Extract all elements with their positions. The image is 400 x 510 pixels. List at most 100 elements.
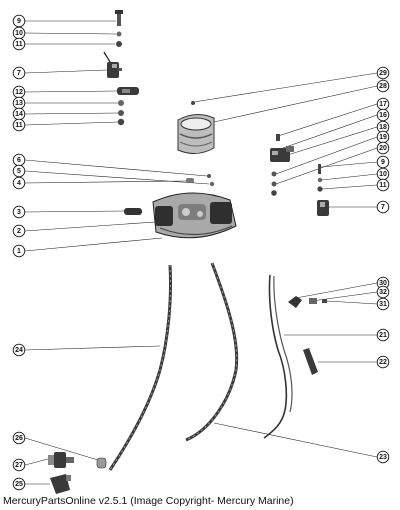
callout-circle (12, 477, 26, 491)
washer-part (209, 181, 215, 187)
callout-number: 16 (379, 112, 387, 119)
callout-number: 6 (17, 157, 21, 164)
leader-line (24, 221, 156, 232)
callout-14: 14 (12, 107, 26, 121)
callout-number: 11 (15, 41, 23, 48)
callout-number: 1 (17, 248, 21, 255)
callout-10: 10 (12, 26, 26, 40)
callout-circle (376, 200, 390, 214)
callout-circle (376, 79, 390, 93)
callout-number: 17 (379, 101, 387, 108)
callout-5: 5 (12, 164, 26, 178)
callout-20: 20 (376, 141, 390, 155)
switch-part (270, 134, 294, 162)
leader-line (24, 458, 49, 466)
callout-19: 19 (376, 130, 390, 144)
callout-number: 7 (17, 70, 21, 77)
callout-circle (12, 458, 26, 472)
callout-circle (12, 176, 26, 190)
cap-part (50, 474, 71, 494)
callout-23: 23 (376, 450, 390, 464)
leader-line (24, 180, 187, 184)
callout-number: 21 (379, 332, 387, 339)
sleeve-part (303, 348, 318, 375)
callout-circle (12, 37, 26, 51)
callout-11: 11 (12, 37, 26, 51)
leader-line (275, 147, 378, 185)
nut-part (271, 190, 277, 196)
callout-circle (12, 66, 26, 80)
leader-line (277, 103, 378, 137)
callout-number: 10 (15, 30, 23, 37)
callout-number: 3 (17, 209, 21, 216)
callout-11: 11 (376, 178, 390, 192)
leader-line (24, 159, 208, 177)
wire-harness-part (108, 264, 173, 471)
leader-line (24, 121, 119, 126)
callout-number: 18 (379, 124, 387, 131)
callout-22: 22 (376, 355, 390, 369)
callout-circle (376, 141, 390, 155)
callout-29: 29 (376, 66, 390, 80)
screw-part (191, 101, 195, 105)
callout-32: 32 (376, 285, 390, 299)
leader-line (295, 282, 378, 299)
leader-line (24, 112, 119, 115)
callout-10: 10 (376, 167, 390, 181)
leader-line (321, 173, 378, 181)
screw-part (318, 164, 321, 174)
callout-number: 13 (15, 100, 23, 107)
clamp-part (117, 87, 139, 95)
callout-circle (12, 118, 26, 132)
leader-line (24, 170, 210, 185)
callout-number: 9 (17, 18, 21, 25)
callout-number: 29 (379, 70, 387, 77)
callout-number: 25 (15, 481, 23, 488)
callout-31: 31 (376, 297, 390, 311)
leader-line (275, 136, 378, 175)
leader-line (320, 161, 378, 168)
callout-circle (12, 431, 26, 445)
callout-circle (376, 178, 390, 192)
callout-number: 12 (15, 89, 23, 96)
washer-part (207, 174, 211, 178)
leader-line (282, 114, 378, 149)
callout-6: 6 (12, 153, 26, 167)
stator-assembly-part (152, 192, 237, 239)
callout-number: 19 (379, 134, 387, 141)
wire-harness-part (185, 262, 239, 442)
callout-4: 4 (12, 176, 26, 190)
washer-part (271, 181, 277, 187)
callout-circle (12, 343, 26, 357)
callout-number: 9 (381, 159, 385, 166)
leader-line (24, 210, 125, 213)
callout-2: 2 (12, 224, 26, 238)
leader-line (24, 69, 108, 74)
callout-number: 11 (15, 122, 23, 129)
callout-11: 11 (12, 118, 26, 132)
nut-part (116, 41, 122, 47)
callout-circle (12, 205, 26, 219)
callout-number: 20 (379, 145, 387, 152)
callout-3: 3 (12, 205, 26, 219)
callout-circle (376, 297, 390, 311)
washer-part (271, 171, 277, 177)
callout-24: 24 (12, 343, 26, 357)
callout-number: 23 (379, 454, 387, 461)
callout-circle (376, 328, 390, 342)
callout-26: 26 (12, 431, 26, 445)
callout-circle (12, 244, 26, 258)
switch-part (103, 51, 122, 78)
callout-number: 32 (379, 289, 387, 296)
callout-circle (376, 450, 390, 464)
wire-harness-part (185, 262, 238, 441)
callout-number: 30 (379, 280, 387, 287)
callout-number: 4 (17, 180, 21, 187)
callout-number: 11 (379, 182, 387, 189)
callout-number: 26 (15, 435, 23, 442)
spark-plug-part (48, 452, 74, 468)
nut-part (117, 118, 125, 126)
